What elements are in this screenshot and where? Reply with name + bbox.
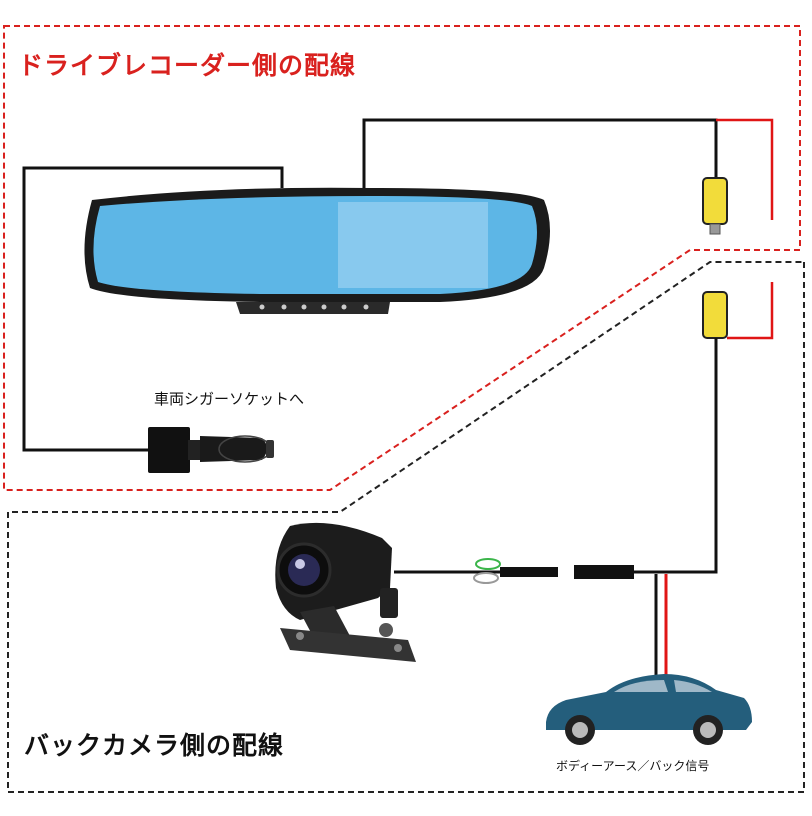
- backcam-video-cable: [632, 338, 718, 574]
- backcam-red-wire: [727, 282, 774, 340]
- lower-yellow-connector-icon: [702, 291, 728, 339]
- rearview-mirror-icon: [84, 187, 550, 314]
- cigar-plug-icon: [148, 427, 274, 473]
- upper-yellow-connector-icon: [702, 177, 728, 235]
- camera-cable-plug-left: [500, 567, 558, 577]
- backup-camera-icon: [275, 522, 416, 662]
- gray-loop-wire: [473, 572, 499, 584]
- green-loop-wire: [475, 558, 501, 570]
- recorder-section-border: [3, 25, 801, 491]
- sedan-car-icon: [546, 674, 752, 745]
- mirror-screen: [338, 202, 488, 288]
- camera-cable-plug-right: [574, 565, 634, 579]
- mirror-camera-cable: [362, 118, 718, 188]
- mirror-power-cable: [22, 166, 284, 452]
- recorder-section-title: ドライブレコーダー側の配線: [18, 51, 357, 80]
- body-ground-label: ボディーアース／バック信号: [556, 759, 710, 773]
- backcam-section-title: バックカメラ側の配線: [24, 731, 285, 760]
- backcam-section-border: [7, 261, 805, 793]
- recorder-red-wire: [716, 118, 774, 220]
- cigar-socket-label: 車両シガーソケットへ: [154, 390, 305, 408]
